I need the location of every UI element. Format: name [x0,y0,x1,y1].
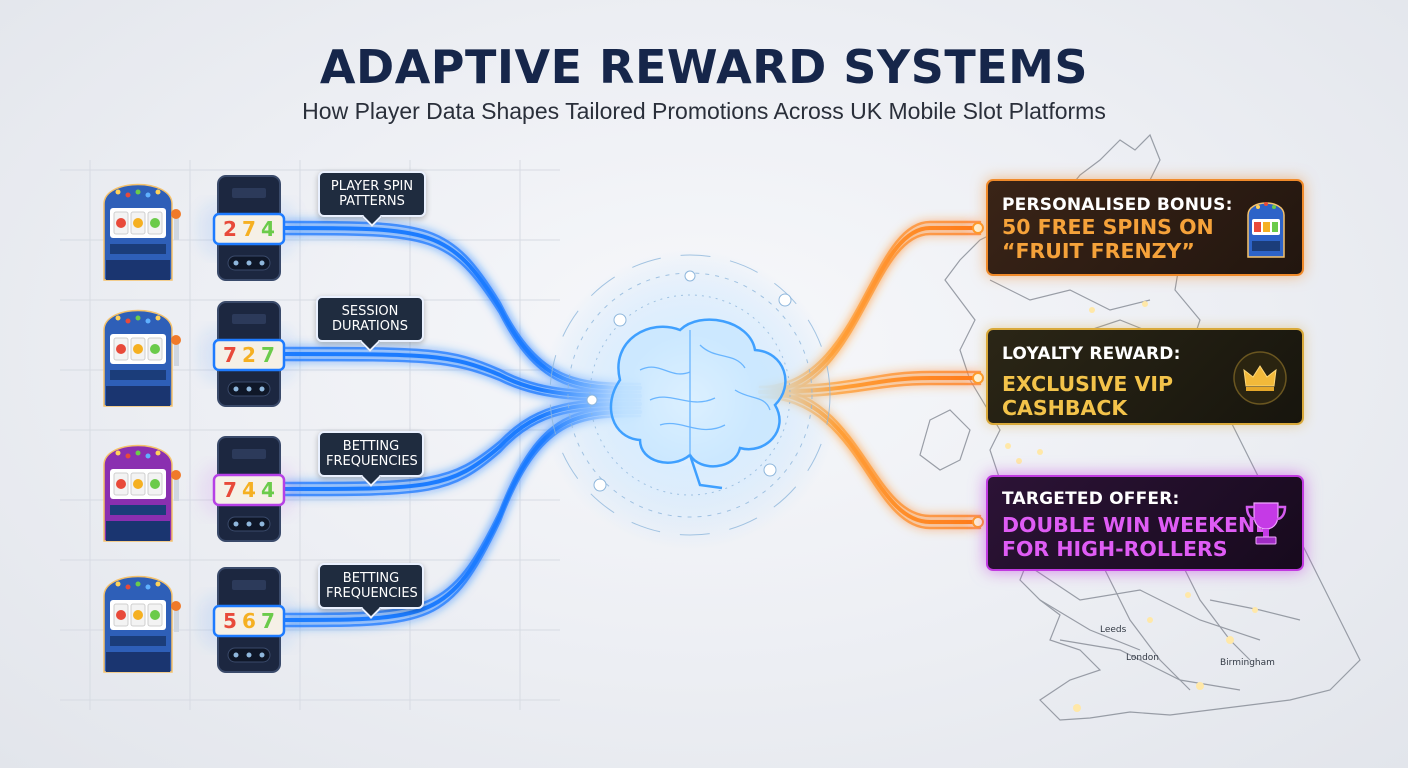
label-line: FREQUENCIES [326,454,418,469]
reward-heading: TARGETED OFFER: [1002,489,1180,509]
reward-body: DOUBLE WIN WEEKEND FOR HIGH-ROLLERS [1002,513,1288,561]
reward-body-line: “FRUIT FRENZY” [1002,239,1195,263]
phone-reel-symbol: 2 [223,217,237,241]
input-label-session-durations: SESSION DURATIONS [316,296,424,342]
reward-body-line: FOR HIGH-ROLLERS [1002,537,1228,561]
map-label-london: London [1126,653,1159,663]
input-label-betting-frequencies-1: BETTING FREQUENCIES [318,431,424,477]
phone-reel-symbol: 2 [242,343,256,367]
ai-brain-hub [540,250,840,550]
phone-reel-symbol: 4 [261,478,275,502]
phone-reel-symbol: 5 [223,609,237,633]
slot-machine-icon [103,183,181,281]
reward-body: 50 FREE SPINS ON “FRUIT FRENZY” [1002,215,1288,263]
map-label-leeds: Leeds [1100,625,1127,635]
page-subtitle: How Player Data Shapes Tailored Promotio… [302,98,1106,124]
reward-card-targeted-offer: TARGETED OFFER: DOUBLE WIN WEEKEND FOR H… [986,475,1304,571]
phone-reel-symbol: 7 [242,217,256,241]
label-line: SESSION [341,304,399,319]
label-line: PATTERNS [339,194,405,209]
brain-icon [609,318,787,490]
page-title: ADAPTIVE REWARD SYSTEMS [319,40,1089,94]
stream-endpoint [972,372,984,384]
map-label-birmingham: Birmingham [1220,658,1275,668]
label-line: BETTING [342,439,400,454]
label-line: PLAYER SPIN [330,179,414,194]
stream-endpoint [972,516,984,528]
label-line: BETTING [342,571,400,586]
reward-heading: LOYALTY REWARD: [1002,344,1181,364]
reward-card-loyalty-reward: LOYALTY REWARD: EXCLUSIVE VIP CASHBACK [986,328,1304,425]
slot-machine-icon [103,309,181,407]
phone-reel-symbol: 7 [223,343,237,367]
reward-body-line: CASHBACK [1002,396,1128,420]
input-label-spin-patterns: PLAYER SPIN PATTERNS [318,171,426,217]
reward-heading: PERSONALISED BONUS: [1002,195,1233,215]
label-line: DURATIONS [332,319,408,334]
phone-reel-symbol: 7 [261,343,275,367]
trophy-icon [1245,502,1287,545]
reward-body-line: DOUBLE WIN WEEKEND [1002,513,1273,537]
reward-card-personalised-bonus: PERSONALISED BONUS: 50 FREE SPINS ON “FR… [986,179,1304,276]
label-line: FREQUENCIES [326,586,418,601]
reward-body-line: EXCLUSIVE VIP [1002,372,1174,396]
map-labels: Leeds London Birmingham [1100,625,1275,668]
phone-reel-symbol: 7 [261,609,275,633]
reward-body-line: 50 FREE SPINS ON [1002,215,1214,239]
slot-machine-icon [103,575,181,673]
phone-reel-symbol: 4 [242,478,256,502]
phone-reel-symbol: 4 [261,217,275,241]
stream-endpoint [972,222,984,234]
reward-body: EXCLUSIVE VIP CASHBACK [1002,372,1288,420]
phone-reel-symbol: 7 [223,478,237,502]
slot-machine-icon [103,444,181,542]
map-city-lights [1005,301,1258,712]
crown-icon [1233,351,1287,405]
phone-reel-symbol: 6 [242,609,256,633]
input-label-betting-frequencies-2: BETTING FREQUENCIES [318,563,424,609]
slot-machine-icon [1247,202,1285,258]
